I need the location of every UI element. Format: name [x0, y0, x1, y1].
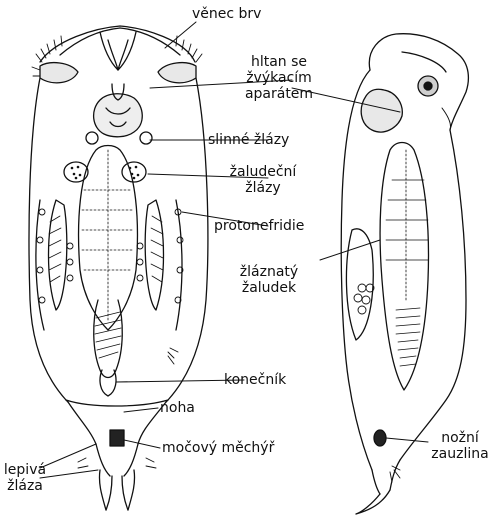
label-zaludecni-line1: žaludeční [208, 164, 318, 180]
ovary-left [49, 200, 67, 310]
label-zlaznaty-line2: žaludek [224, 280, 314, 296]
toe-left [99, 470, 106, 510]
label-venec-brv: věnec brv [192, 6, 261, 22]
pedal-ganglion [374, 430, 386, 446]
protonephridium-right [176, 200, 182, 330]
label-noha: noha [160, 400, 195, 416]
foot-right-figure [372, 470, 380, 494]
leader-zlaznaty [320, 240, 380, 260]
label-slinne-zlazy: slinné žlázy [208, 132, 289, 148]
label-zlaznaty-zaludek: žláznatý žaludek [224, 264, 314, 296]
label-nozni-line2: zauzlina [426, 446, 494, 462]
toe-right-figure [356, 490, 390, 514]
ovary-right [145, 200, 163, 310]
label-mocovy-mechyr: močový měchýř [162, 440, 274, 456]
leader-lepiva-2 [40, 470, 98, 478]
label-hltan: hltan se žvýkacím aparátem [214, 54, 344, 102]
label-protonefridie: protonefridie [214, 218, 304, 234]
label-nozni-line1: nožní [426, 430, 494, 446]
leader-nozni [386, 438, 428, 442]
leader-noha [124, 408, 158, 412]
label-hltan-line3: aparátem [214, 86, 344, 102]
label-zlaznaty-line1: žláznatý [224, 264, 314, 280]
salivary-gland-left [86, 132, 98, 144]
body-outline-right-figure [341, 70, 372, 470]
label-lepiva-line1: lepivá [2, 462, 48, 478]
label-nozni-zauzlina: nožní zauzlina [426, 430, 494, 462]
corona-lobe-right [158, 63, 196, 83]
salivary-gland-right [140, 132, 152, 144]
label-lepiva-zlaza: lepivá žláza [2, 462, 48, 494]
label-zaludecni-zlazy: žaludeční žlázy [208, 164, 318, 196]
label-konecnik: konečník [224, 372, 286, 388]
bladder [110, 430, 124, 446]
label-zaludecni-line2: žlázy [208, 180, 318, 196]
leader-lepiva-1 [40, 444, 96, 468]
label-lepiva-line2: žláza [2, 478, 48, 494]
leader-mocovy [124, 440, 160, 448]
stomach-lines [82, 150, 134, 320]
corona [40, 26, 195, 62]
label-hltan-line2: žvýkacím [214, 70, 344, 86]
corona-lobe-left [40, 63, 78, 83]
body-outline-right [166, 78, 208, 402]
toe-right [128, 470, 135, 510]
left-rotifer-figure [29, 26, 208, 510]
label-hltan-line1: hltan se [214, 54, 344, 70]
protonephridium-left [36, 200, 44, 330]
